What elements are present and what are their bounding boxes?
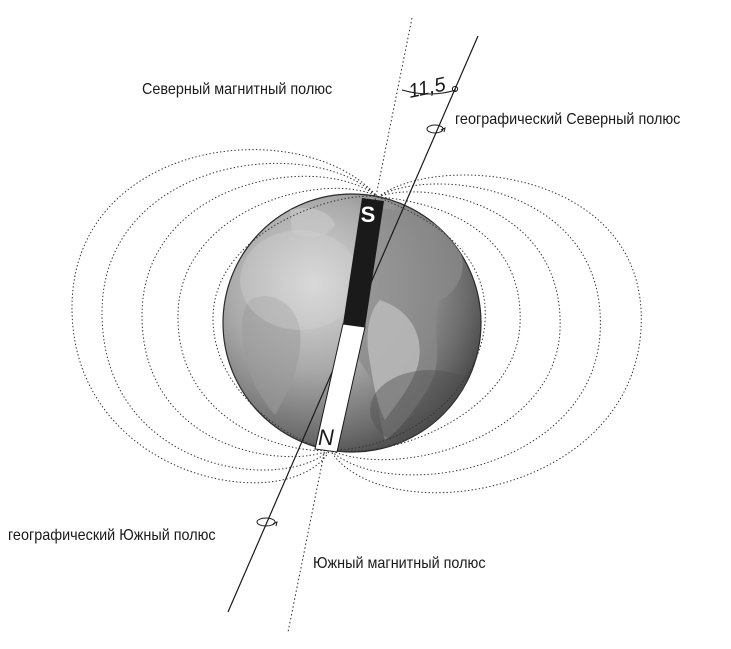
- magnet-south-half: [343, 198, 384, 327]
- degree-symbol: [451, 85, 459, 93]
- bar-magnet: S N: [314, 198, 384, 453]
- continents: [240, 208, 481, 450]
- south-magnetic-pole-label: Южный магнитный полюс: [313, 555, 486, 572]
- geographic-south-pole-label: географический Южный полюс: [8, 527, 216, 544]
- magnet-s-label: S: [361, 202, 376, 227]
- rotation-arrow-north-icon: [426, 124, 446, 134]
- magnet-north-half: [314, 323, 366, 453]
- magnet-n-label: N: [318, 425, 334, 450]
- north-magnetic-pole-label: Северный магнитный полюс: [142, 81, 333, 98]
- axis-angle-arc: [401, 89, 457, 95]
- geographic-north-pole-label: географический Северный полюс: [455, 111, 681, 128]
- magnetic-field-lines: [71, 149, 642, 494]
- rotation-arrow-south-icon: [256, 517, 278, 527]
- axis-angle-value: 11,5: [406, 73, 448, 102]
